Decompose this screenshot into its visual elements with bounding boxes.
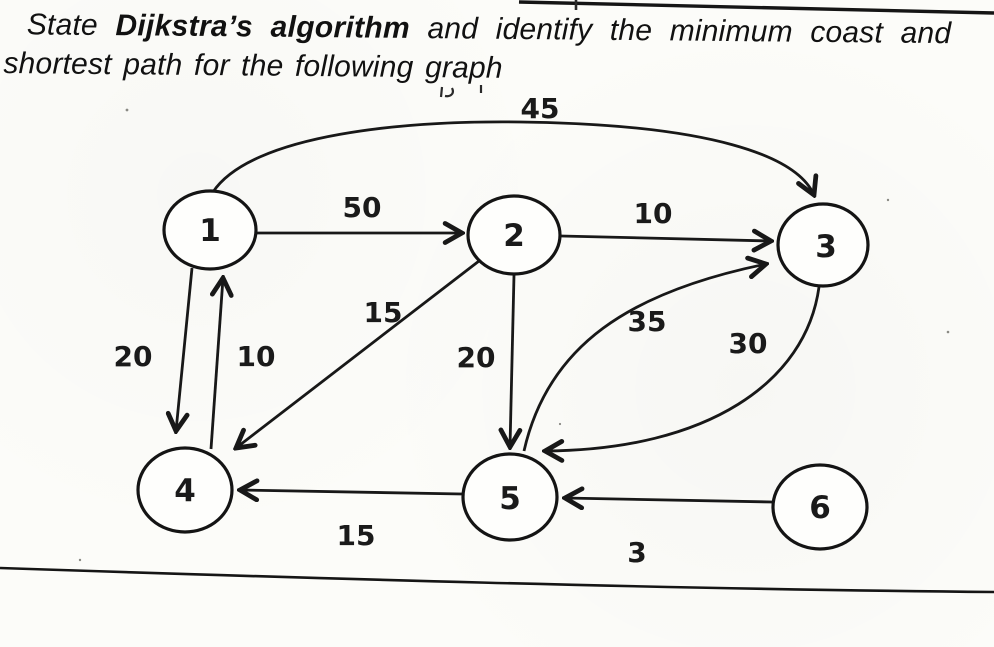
node-3-circle — [776, 202, 870, 288]
node-4-label: 4 — [174, 473, 196, 509]
node-2-circle — [466, 194, 562, 276]
node-1-circle — [162, 189, 258, 271]
scan-artifact-marks — [439, 85, 483, 98]
edge-2-to-4 — [236, 259, 480, 448]
graph-node-3: 3 — [776, 202, 870, 288]
graph-node-2: 2 — [466, 194, 562, 276]
edge-weight-2-3: 10 — [634, 197, 673, 230]
edge-weight-4-1: 10 — [237, 340, 276, 373]
scan-speck — [558, 422, 562, 426]
edge-weight-1-2: 50 — [343, 191, 382, 224]
edge-weight-5-3: 35 — [628, 305, 667, 338]
edge-1-to-3 — [211, 120, 814, 195]
edge-weight-1-3: 45 — [521, 92, 560, 125]
edge-weight-2-4: 15 — [364, 296, 403, 329]
graph-node-1: 1 — [162, 189, 258, 271]
graph-node-6: 6 — [771, 463, 869, 551]
node-2-label: 2 — [503, 218, 525, 254]
edge-weight-1-4: 20 — [114, 340, 153, 373]
edge-1-to-4 — [176, 267, 194, 431]
edge-weight-6-5: 3 — [627, 536, 646, 569]
node-3-label: 3 — [815, 229, 837, 265]
edge-2-to-5 — [510, 274, 514, 447]
edge-5-to-3 — [522, 264, 766, 452]
scan-speck — [946, 330, 950, 334]
edge-weight-3-5: 30 — [729, 327, 768, 360]
scan-speck — [78, 558, 82, 562]
bottom-rule-line — [0, 566, 994, 594]
edge-3-to-5 — [545, 286, 821, 451]
node-6-circle — [771, 463, 869, 551]
graph-node-4: 4 — [136, 446, 234, 534]
node-4-circle — [136, 446, 234, 534]
edge-4-to-1 — [209, 278, 223, 450]
edge-2-to-3 — [560, 236, 771, 241]
edge-weight-2-5: 20 — [457, 341, 496, 374]
top-rule-line — [518, 0, 994, 15]
node-5-circle — [461, 452, 559, 542]
edge-6-to-5 — [565, 498, 773, 502]
graph-node-5: 5 — [461, 452, 559, 542]
scan-speck — [886, 198, 890, 202]
edge-weight-5-4: 15 — [337, 519, 376, 552]
node-6-label: 6 — [809, 490, 831, 526]
edge-5-to-4 — [240, 490, 463, 494]
node-5-label: 5 — [499, 481, 521, 517]
scan-speck — [125, 108, 129, 112]
node-1-label: 1 — [199, 213, 221, 249]
